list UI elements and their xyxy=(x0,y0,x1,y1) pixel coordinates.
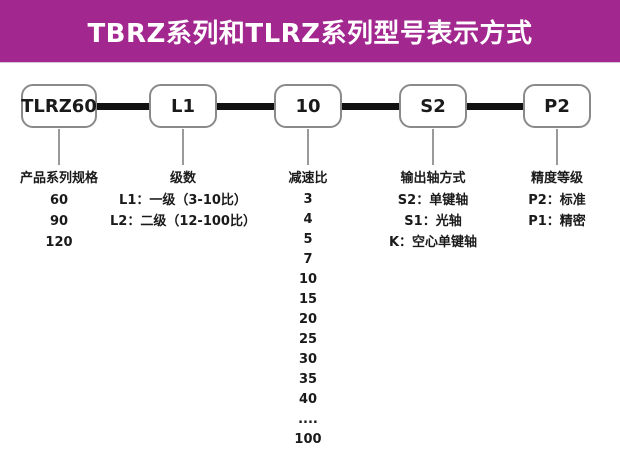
model-box-precision: P2 xyxy=(523,84,591,128)
list-item: 3 xyxy=(303,192,313,207)
list-item: 7 xyxy=(303,252,313,267)
drop-line xyxy=(556,129,558,165)
column-stages: L1 级数 L1：一级（3-10比） L2：二级（12-100比） xyxy=(98,84,268,232)
list-item: 10 xyxy=(298,272,318,287)
model-box-stages: L1 xyxy=(149,84,217,128)
model-box-series: TLRZ60 xyxy=(21,84,97,128)
column-label-series: 产品系列规格 xyxy=(19,171,98,186)
list-item: 20 xyxy=(298,312,318,327)
column-list-series: 60 90 120 xyxy=(45,190,72,253)
list-item: 30 xyxy=(298,352,318,367)
list-item: 90 xyxy=(49,214,69,229)
list-item: S1：光轴 xyxy=(404,214,462,229)
drop-line xyxy=(307,129,309,165)
connector-line xyxy=(97,103,149,110)
list-item: S2：单键轴 xyxy=(397,193,469,208)
list-item: K：空心单键轴 xyxy=(388,235,478,250)
list-item: 15 xyxy=(298,292,318,307)
drop-line xyxy=(58,129,60,165)
list-item: 100 xyxy=(294,432,322,447)
connector-line xyxy=(467,103,523,110)
column-list-precision: P2：标准 P1：精密 xyxy=(528,190,586,232)
column-ratio: 10 减速比 3 4 5 7 10 15 20 25 30 35 40.... 100 xyxy=(263,84,353,450)
connector-line xyxy=(217,103,274,110)
list-item: P1：精密 xyxy=(528,214,586,229)
column-label-shaft: 输出轴方式 xyxy=(400,171,466,186)
list-item: P2：标准 xyxy=(528,193,586,208)
header-bar: TBRZ系列和TLRZ系列型号表示方式 xyxy=(0,0,620,63)
column-list-shaft: S2：单键轴 S1：光轴 K：空心单键轴 xyxy=(389,190,477,253)
list-item: L1：一级（3-10比） xyxy=(119,193,247,208)
drop-line xyxy=(182,129,184,165)
model-box-ratio: 10 xyxy=(274,84,342,128)
column-label-ratio: 减速比 xyxy=(288,171,328,186)
list-item: 5 xyxy=(303,232,313,247)
list-item: 60 xyxy=(49,193,69,208)
list-item: 4 xyxy=(303,212,313,227)
model-box-shaft: S2 xyxy=(399,84,467,128)
column-list-stages: L1：一级（3-10比） L2：二级（12-100比） xyxy=(110,190,256,232)
column-product-series: TLRZ60 产品系列规格 60 90 120 xyxy=(14,84,104,253)
drop-line xyxy=(432,129,434,165)
column-precision: P2 精度等级 P2：标准 P1：精密 xyxy=(507,84,607,232)
column-shaft: S2 输出轴方式 S2：单键轴 S1：光轴 K：空心单键轴 xyxy=(368,84,498,253)
list-item: L2：二级（12-100比） xyxy=(110,214,256,229)
page-title: TBRZ系列和TLRZ系列型号表示方式 xyxy=(87,18,533,49)
column-list-ratio: 3 4 5 7 10 15 20 25 30 35 40.... 100 xyxy=(294,190,321,450)
list-item: 120 xyxy=(45,235,73,250)
list-item: 25 xyxy=(298,332,318,347)
list-item: 40 xyxy=(298,392,318,407)
column-label-stages: 级数 xyxy=(169,171,196,186)
connector-line xyxy=(342,103,399,110)
column-label-precision: 精度等级 xyxy=(530,171,583,186)
list-item: 35 xyxy=(298,372,318,387)
list-item: .... xyxy=(298,412,318,427)
